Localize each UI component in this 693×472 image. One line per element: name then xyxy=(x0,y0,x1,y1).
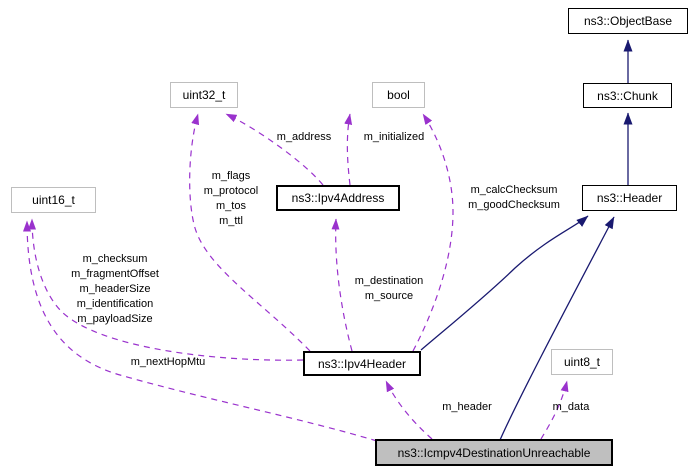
edge-usage-m-data xyxy=(540,380,569,440)
edge-label-m-header: m_header xyxy=(442,401,492,413)
edge-usage-m-header xyxy=(385,380,433,440)
edge-usage-m-checksum-group xyxy=(28,218,304,361)
edge-label-checksum-group: m_checksum m_fragmentOffset m_headerSize… xyxy=(71,253,159,325)
edge-inherit-icmpv4-header xyxy=(499,216,615,441)
edge-label-m-initialized: m_initialized xyxy=(363,131,425,143)
edge-usage-m-nexthopmtu xyxy=(23,220,378,442)
edge-label-m-data: m_data xyxy=(552,401,590,413)
edge-inherit-ipv4header-header xyxy=(420,215,589,351)
node-ns3-icmpv4destinationunreachable: ns3::Icmpv4DestinationUnreachable xyxy=(375,439,613,466)
edge-usage-m-initialized xyxy=(344,113,353,186)
edge-usage-m-destination-source xyxy=(331,218,353,352)
node-ns3-chunk[interactable]: ns3::Chunk xyxy=(583,83,672,108)
edge-label-calcchecksum-group: m_calcChecksum m_goodChecksum xyxy=(468,184,560,211)
node-uint8-t: uint8_t xyxy=(551,349,613,375)
edge-label-destination-source: m_destination m_source xyxy=(354,275,424,302)
edge-label-m-address: m_address xyxy=(276,131,332,143)
edge-usage-m-flags-group xyxy=(189,113,311,352)
node-bool: bool xyxy=(372,82,425,108)
node-ns3-ipv4address[interactable]: ns3::Ipv4Address xyxy=(276,185,400,211)
edge-usage-m-calcchecksum-group xyxy=(412,113,454,352)
node-ns3-header[interactable]: ns3::Header xyxy=(582,185,677,211)
edge-label-m-nexthopmtu: m_nextHopMtu xyxy=(130,356,206,368)
node-uint32-t: uint32_t xyxy=(170,82,238,108)
edge-label-flags-group: m_flags m_protocol m_tos m_ttl xyxy=(203,170,259,227)
node-ns3-ipv4header[interactable]: ns3::Ipv4Header xyxy=(303,351,421,376)
node-ns3-objectbase[interactable]: ns3::ObjectBase xyxy=(568,8,688,34)
node-uint16-t: uint16_t xyxy=(11,187,96,213)
edge-usage-m-address xyxy=(225,113,324,186)
